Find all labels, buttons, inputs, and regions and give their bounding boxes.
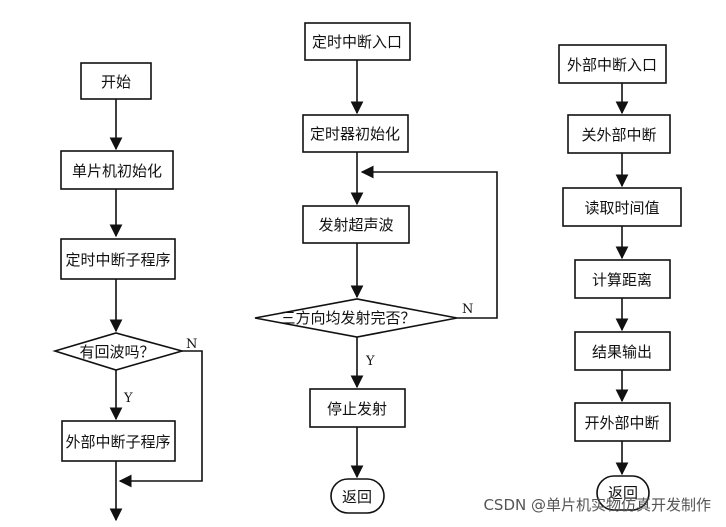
disable-ext-label: 关外部中断 xyxy=(581,126,656,144)
ext-return-node xyxy=(596,475,650,511)
read-time-node xyxy=(562,187,682,227)
stop-send-label: 停止发射 xyxy=(327,400,387,418)
arrow-no-branch xyxy=(118,350,203,488)
timer-init-node xyxy=(302,114,409,153)
timer-routine-node xyxy=(60,238,176,280)
ext-entry-label: 外部中断入口 xyxy=(567,56,657,74)
arrow-loop-back xyxy=(360,165,498,319)
output-result-label: 结果输出 xyxy=(592,343,652,361)
timer-entry-label: 定时中断入口 xyxy=(312,33,402,51)
three-dir-yes-label: Y xyxy=(365,354,375,369)
timer-routine-label: 定时中断子程序 xyxy=(65,251,170,269)
three-dir-no-label: N xyxy=(462,302,473,317)
main-program-flow: 开始 单片机初始化 定时中断子程序 有回波吗？ N Y 外部中断子程序 xyxy=(52,62,203,522)
external-interrupt-flow: 外部中断入口 关外部中断 读取时间值 计算距离 结果输出 开外部中断 返回 xyxy=(558,44,682,511)
timer-interrupt-flow: 定时中断入口 定时器初始化 发射超声波 三方向均发射完否？ N Y 停止发射 返… xyxy=(254,22,498,514)
calc-distance-label: 计算距离 xyxy=(592,271,652,289)
ext-routine-node xyxy=(61,420,176,462)
timer-return-node xyxy=(330,478,385,514)
output-result-node xyxy=(574,331,671,371)
ext-entry-node xyxy=(558,44,667,84)
start-label: 开始 xyxy=(101,73,131,91)
send-ultrasonic-node xyxy=(302,205,410,244)
echo-decision-label: 有回波吗？ xyxy=(79,343,154,361)
decision-no-label: N xyxy=(186,337,197,352)
calc-distance-node xyxy=(574,259,671,299)
timer-return-label: 返回 xyxy=(342,488,372,506)
ext-routine-label: 外部中断子程序 xyxy=(65,433,170,451)
stop-send-node xyxy=(309,388,406,428)
disable-ext-node xyxy=(567,114,671,154)
mcu-init-label: 单片机初始化 xyxy=(72,162,162,180)
start-node xyxy=(80,62,152,100)
three-dir-decision-label: 三方向均发射完否？ xyxy=(280,309,415,327)
ext-return-label: 返回 xyxy=(608,484,638,502)
send-ultrasonic-label: 发射超声波 xyxy=(318,216,393,234)
mcu-init-node xyxy=(60,150,174,190)
timer-init-label: 定时器初始化 xyxy=(310,125,400,143)
decision-yes-label: Y xyxy=(123,391,133,406)
csdn-watermark: CSDN @单片机实物仿真开发制作 xyxy=(483,496,711,514)
enable-ext-label: 开外部中断 xyxy=(584,414,659,432)
read-time-label: 读取时间值 xyxy=(584,199,659,217)
